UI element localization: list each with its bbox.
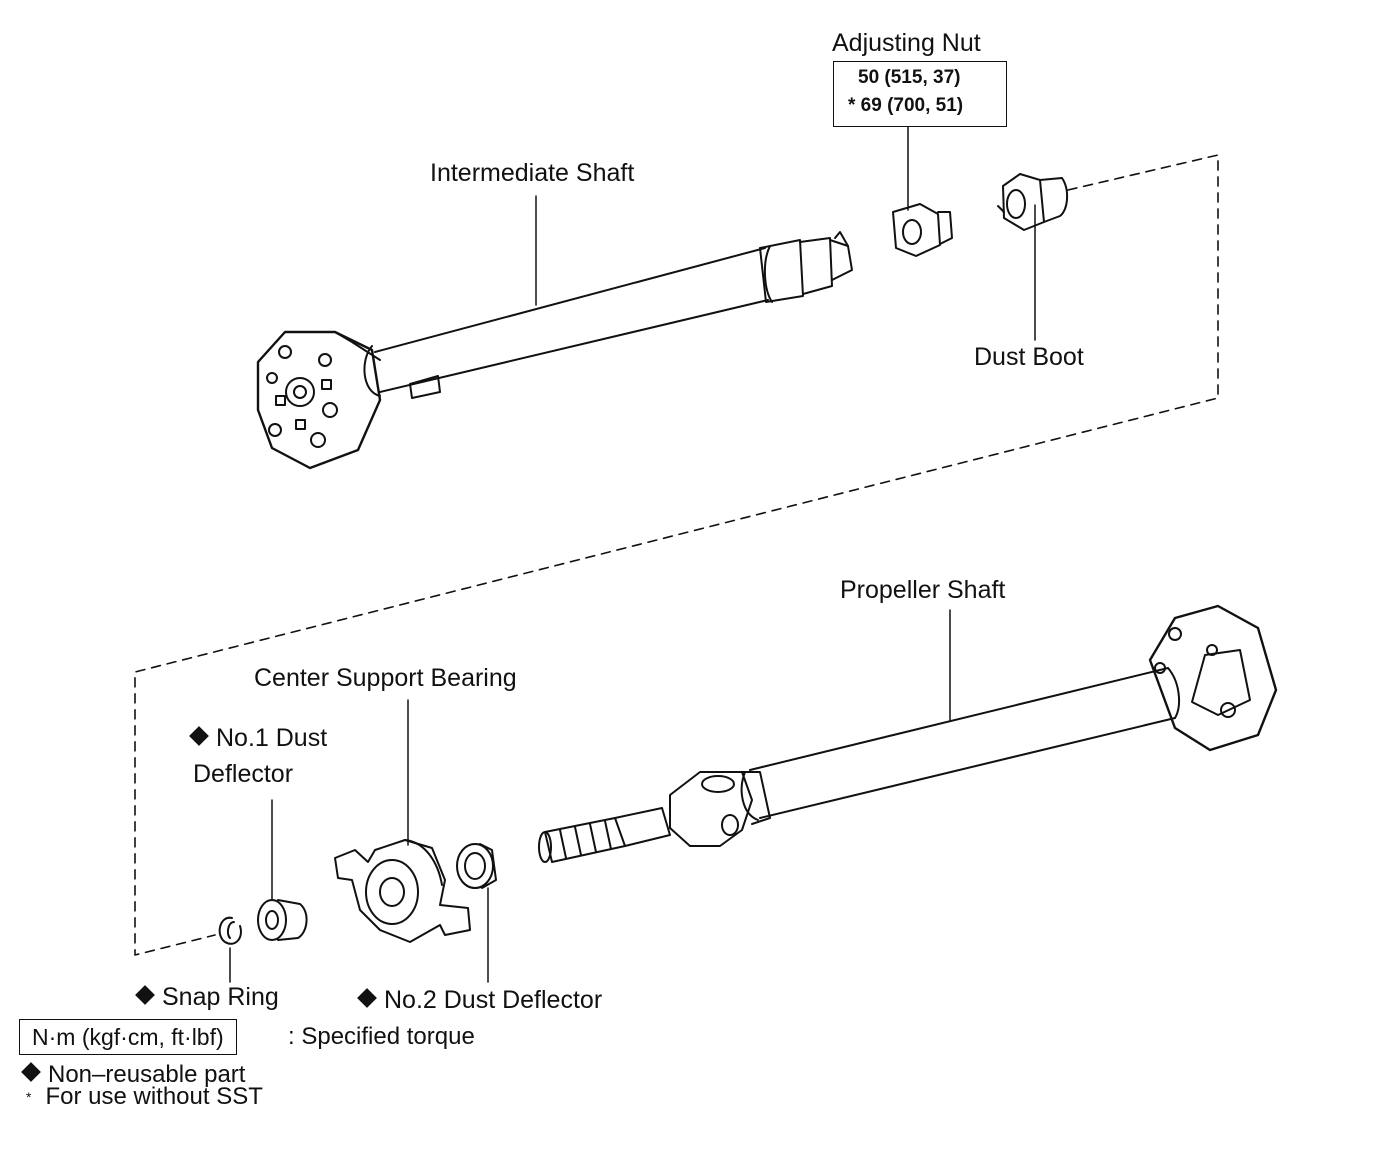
- no1-dust-deflector-label: No.1 Dust: [189, 723, 327, 753]
- diamond-icon: [135, 985, 155, 1005]
- flex-coupling: [256, 330, 382, 470]
- dust-boot-label: Dust Boot: [974, 343, 1084, 371]
- no1-dust-deflector-label-line2: Deflector: [193, 760, 294, 788]
- snap-ring-label: Snap Ring: [135, 982, 279, 1012]
- torque-spec-box: 50 (515, 37) * 69 (700, 51): [833, 61, 1007, 127]
- propeller-shaft-label: Propeller Shaft: [840, 576, 1006, 604]
- center-support-bearing-label: Center Support Bearing: [254, 664, 517, 692]
- no1-dust-deflector: [257, 899, 308, 941]
- diamond-icon: [21, 1062, 41, 1082]
- intermediate-shaft-label: Intermediate Shaft: [430, 159, 635, 187]
- adjusting-nut: [892, 203, 953, 257]
- legend-non-reusable: Non–reusable part: [21, 1060, 245, 1090]
- center-support-bearing: [334, 839, 471, 943]
- legend-unit-text: : Specified torque: [288, 1023, 475, 1050]
- snap-ring: [218, 916, 242, 945]
- torque-spec-line2: * 69 (700, 51): [848, 95, 964, 116]
- star-icon: *: [26, 1089, 32, 1105]
- legend-unit-box: N·m (kgf·cm, ft·lbf): [19, 1019, 237, 1055]
- intermediate-shaft: [256, 231, 853, 470]
- torque-spec-line1: 50 (515, 37): [858, 67, 961, 88]
- diamond-icon: [189, 726, 209, 746]
- leader-lines: [229, 123, 1036, 983]
- alignment-dashed-line: [134, 154, 1219, 956]
- adjusting-nut-label: Adjusting Nut: [832, 29, 981, 57]
- flex-coupling-rear: [1148, 604, 1278, 752]
- propeller-shaft: [538, 604, 1278, 863]
- no2-dust-deflector-label: No.2 Dust Deflector: [357, 985, 602, 1015]
- dust-boot: [997, 173, 1068, 231]
- legend-without-sst: *For use without SST: [26, 1083, 263, 1110]
- diamond-icon: [357, 988, 377, 1008]
- no2-dust-deflector: [456, 843, 497, 889]
